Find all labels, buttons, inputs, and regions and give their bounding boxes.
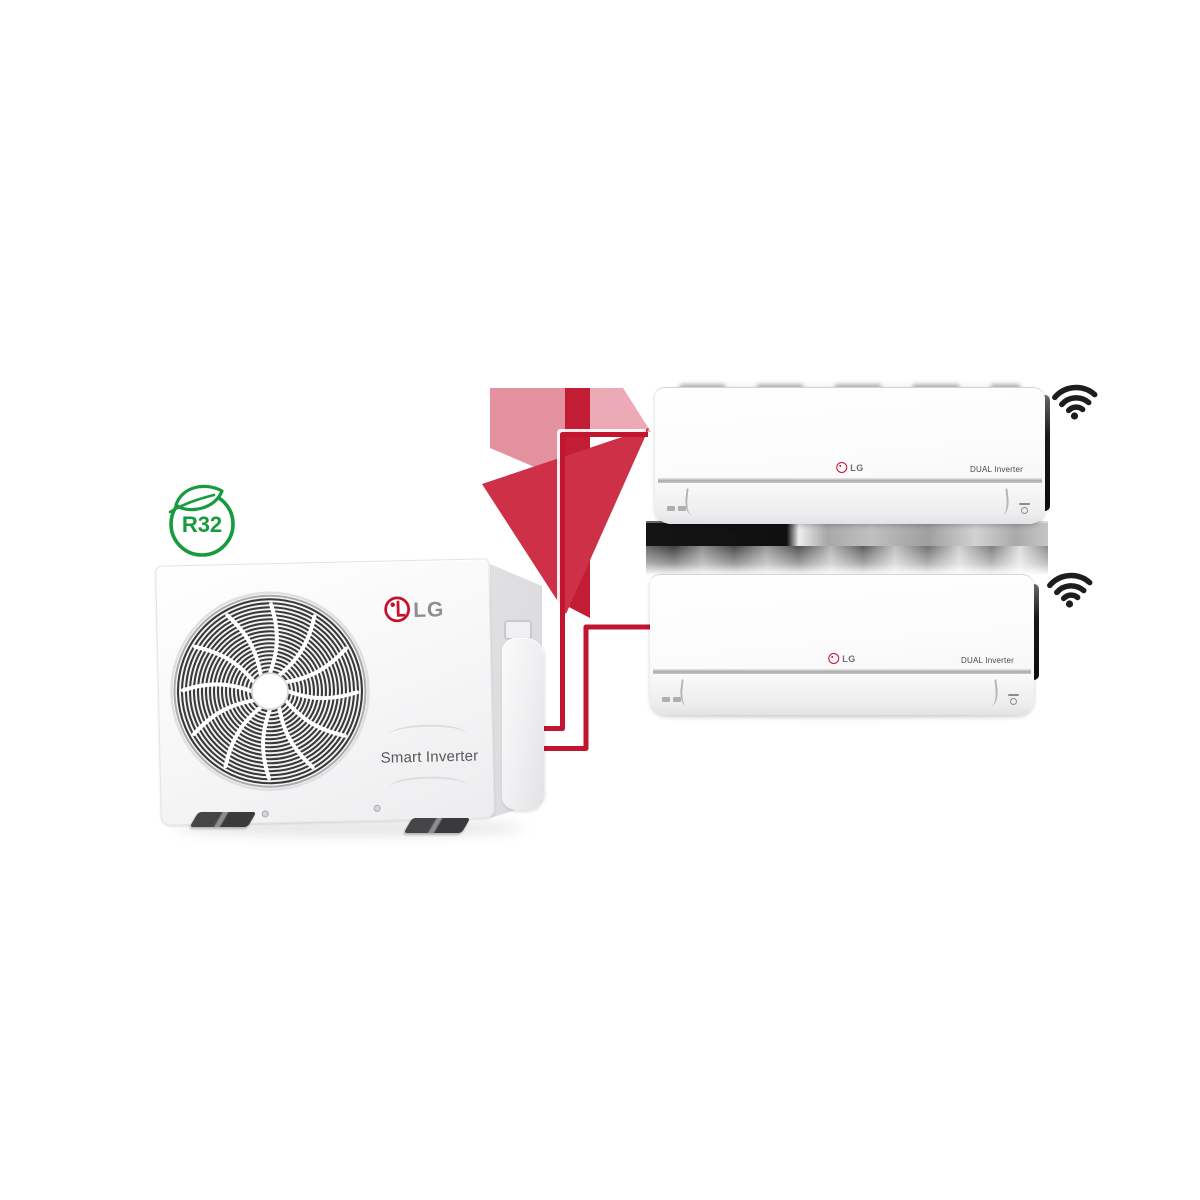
shadow-band-upper bbox=[646, 521, 1048, 546]
fan-hub bbox=[251, 672, 289, 710]
indoor-unit-brand: LG bbox=[828, 653, 856, 664]
outdoor-unit-valve-cover bbox=[502, 638, 544, 810]
screw-icon bbox=[261, 810, 269, 818]
flap-accent-right bbox=[984, 679, 1000, 707]
certification-marks bbox=[662, 697, 681, 702]
indoor-unit-top: LG DUAL Inverter bbox=[655, 384, 1050, 524]
front-panel-seam bbox=[658, 478, 1042, 483]
wifi-icon bbox=[1047, 572, 1093, 608]
pipe-to-bottom-indoor-unit bbox=[540, 624, 652, 751]
front-panel-seam bbox=[653, 669, 1031, 674]
feature-mark bbox=[1018, 502, 1030, 514]
lg-logo-text: LG bbox=[850, 462, 864, 473]
indoor-unit-brand: LG bbox=[836, 462, 864, 473]
outdoor-unit-foot bbox=[403, 818, 471, 833]
dual-inverter-label: DUAL Inverter bbox=[970, 465, 1023, 474]
lg-symbol-icon bbox=[828, 653, 840, 664]
indoor-unit-bottom: LG DUAL Inverter bbox=[650, 574, 1039, 715]
feature-mark bbox=[1007, 693, 1019, 705]
red-ribbon-shape bbox=[482, 388, 651, 618]
outdoor-unit-front-panel: LG Smart Inverter bbox=[155, 558, 495, 826]
panel-groove-upper bbox=[387, 723, 466, 736]
wifi-icon bbox=[1052, 384, 1098, 420]
leaf-icon bbox=[168, 484, 224, 514]
indoor-unit-body: LG DUAL Inverter bbox=[650, 574, 1034, 715]
indoor-unit-body: LG DUAL Inverter bbox=[655, 387, 1045, 524]
screw-icon bbox=[373, 804, 381, 812]
outdoor-unit: LG Smart Inverter bbox=[155, 550, 551, 850]
lg-logo: LG bbox=[384, 596, 445, 623]
panel-groove-lower bbox=[388, 775, 468, 788]
outdoor-unit-handle bbox=[504, 620, 532, 640]
wall-shadow-band bbox=[646, 521, 1048, 575]
fan-grille bbox=[170, 591, 370, 791]
air-outlet-flap bbox=[650, 674, 1034, 715]
flap-accent-right bbox=[995, 488, 1011, 516]
air-outlet-flap bbox=[655, 483, 1045, 524]
certification-marks bbox=[667, 506, 686, 511]
lg-logo-text: LG bbox=[413, 598, 445, 622]
r32-refrigerant-badge: R32 bbox=[168, 484, 235, 557]
flap-accent-left bbox=[683, 488, 699, 516]
dual-inverter-label: DUAL Inverter bbox=[961, 656, 1014, 665]
shadow-band-streaks bbox=[646, 546, 1048, 575]
flap-accent-left bbox=[678, 679, 694, 707]
lg-logo-text: LG bbox=[842, 653, 856, 664]
r32-label: R32 bbox=[182, 512, 222, 537]
pipe-to-top-indoor-unit bbox=[540, 432, 648, 731]
outdoor-unit-foot bbox=[189, 812, 257, 827]
smart-inverter-label: Smart Inverter bbox=[380, 747, 479, 767]
lg-symbol-icon bbox=[836, 462, 848, 473]
fan-grille-spokes bbox=[180, 602, 360, 781]
